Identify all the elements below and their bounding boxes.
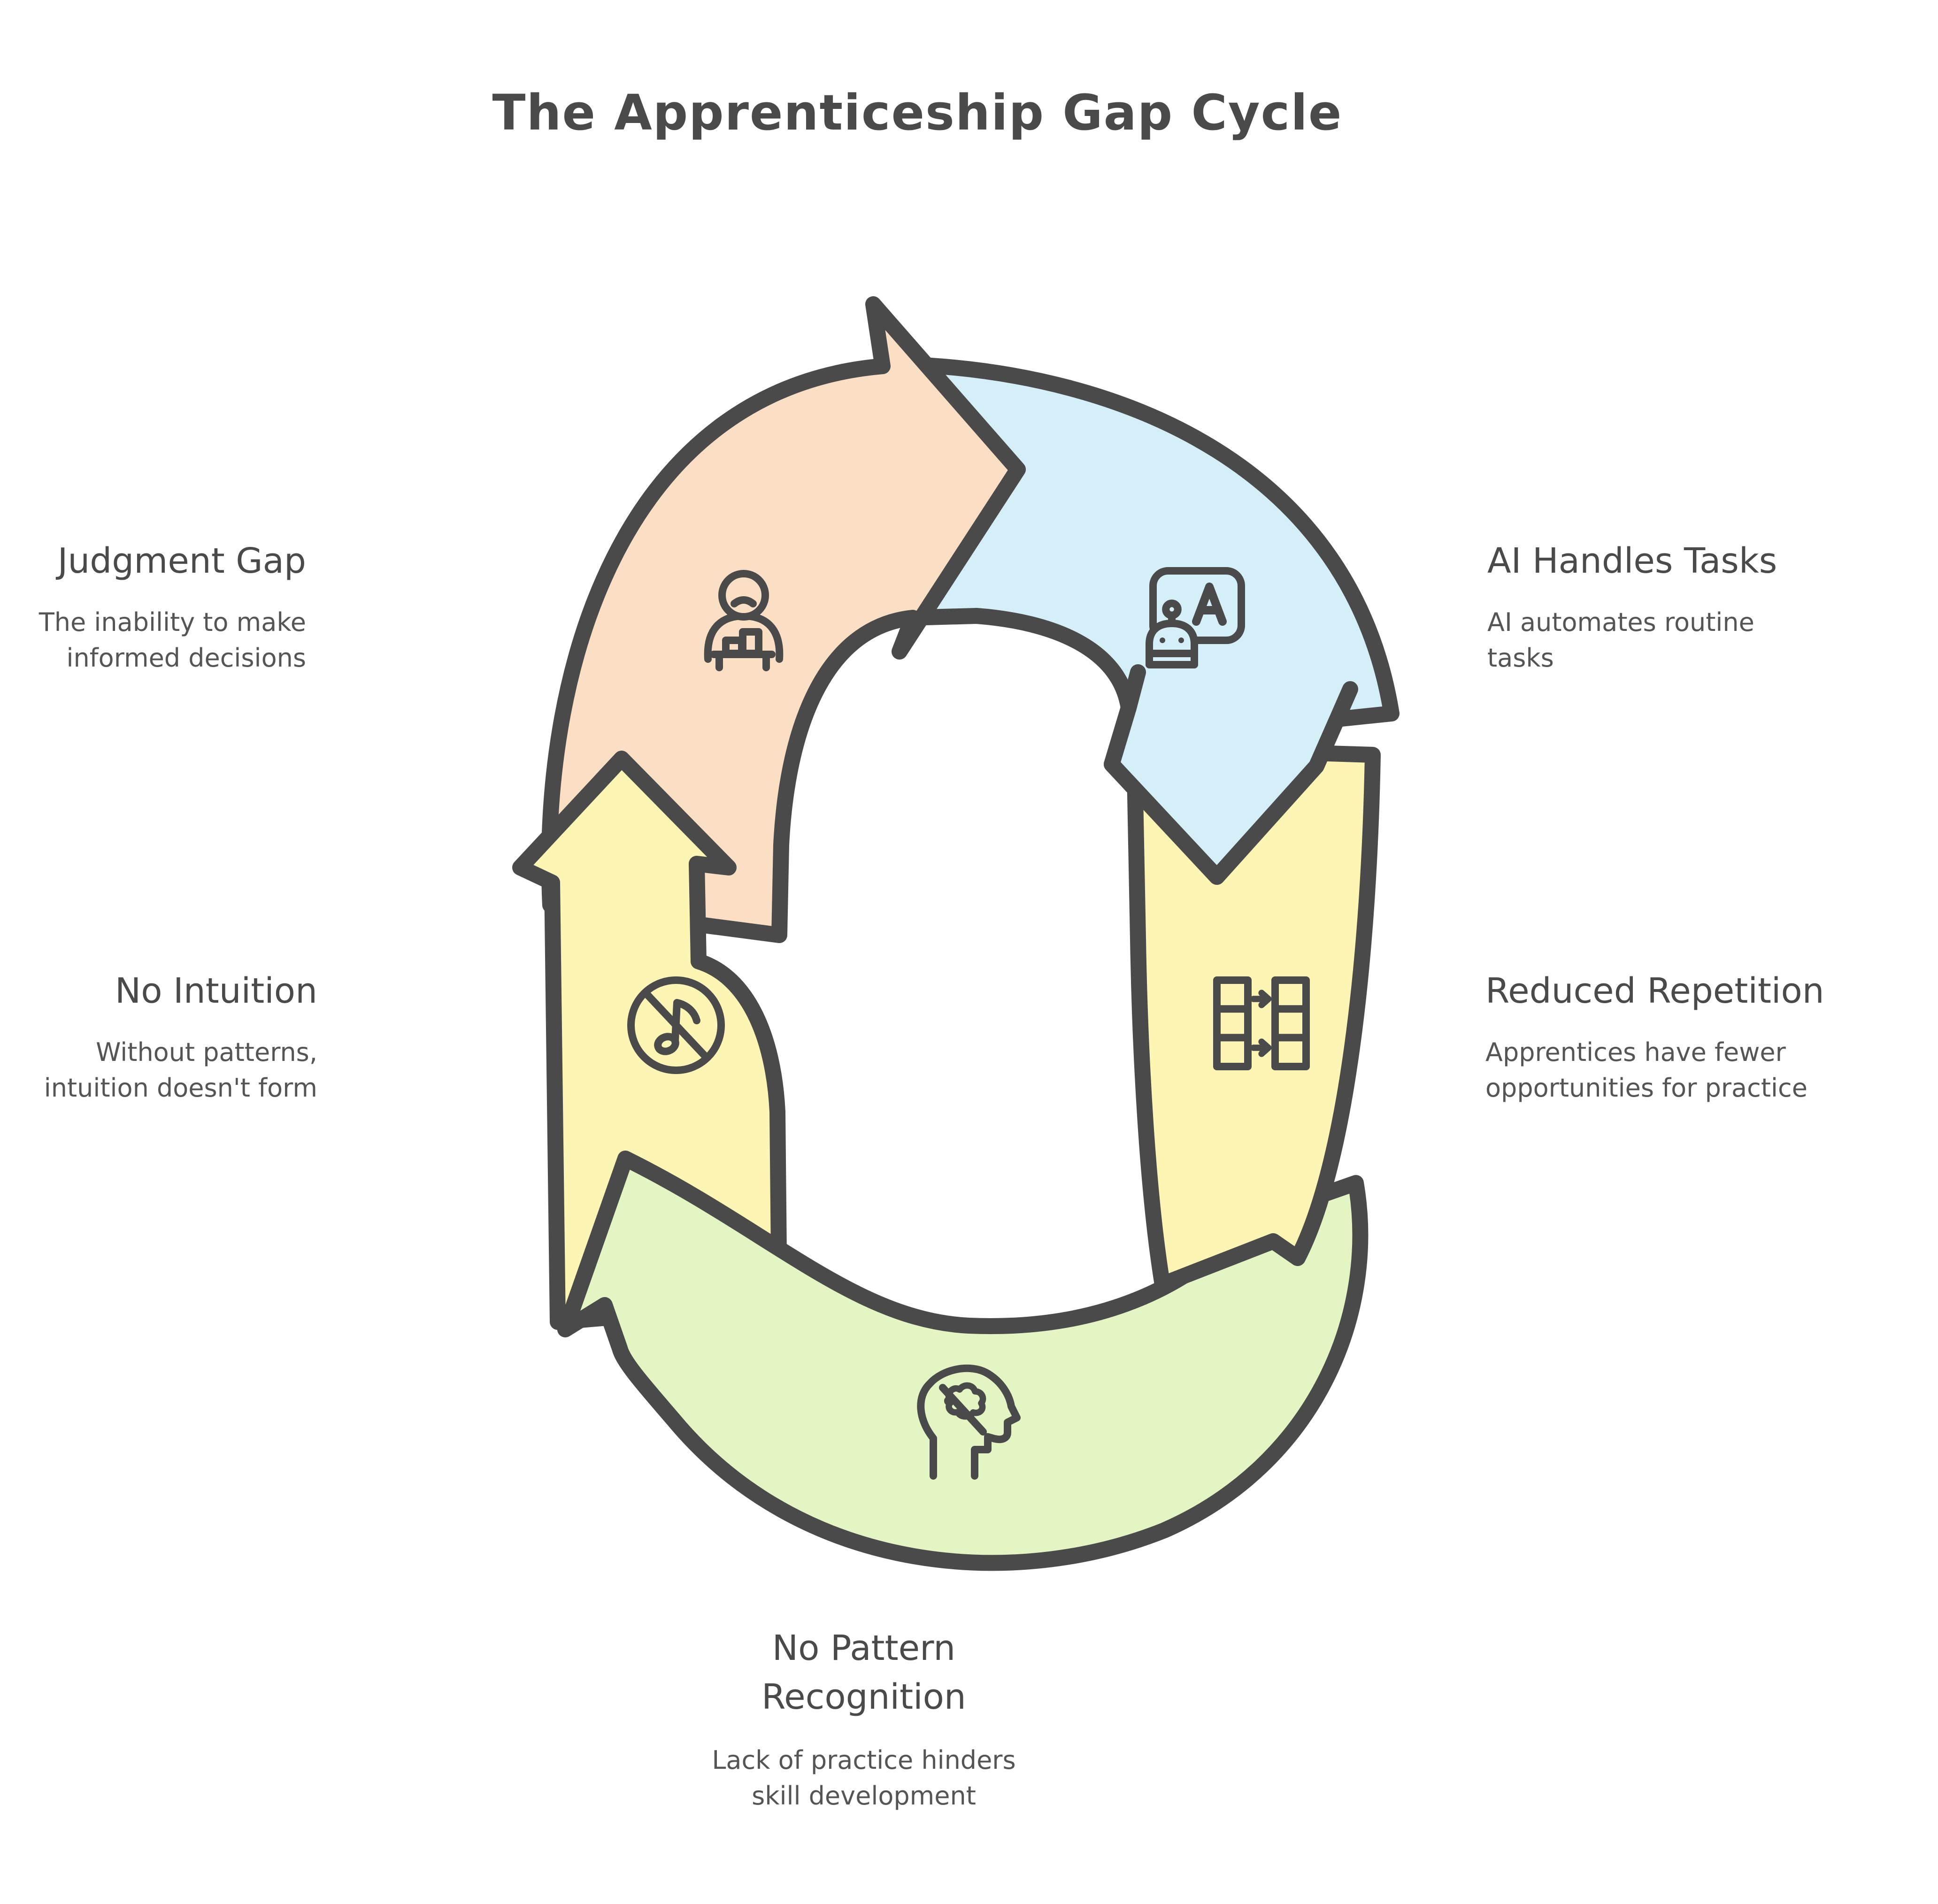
step-description: AI automates routine tasks (1487, 608, 1754, 673)
no-brain-icon (917, 1364, 1021, 1480)
step-description: Without patterns, intuition doesn't form (44, 1038, 317, 1103)
step-label-ai-handles-tasks: AI Handles Tasks AI automates routine ta… (1487, 541, 1816, 676)
worker-at-desk-icon (704, 570, 784, 671)
step-label-judgment-gap: Judgment Gap The inability to make infor… (0, 541, 306, 676)
step-description: Apprentices have fewer opportunities for… (1485, 1038, 1807, 1103)
robot-chat-icon (1146, 567, 1245, 668)
diagram-title: The Apprenticeship Gap Cycle (492, 86, 1343, 143)
step-title: Reduced Repetition (1485, 973, 1824, 1012)
step-label-no-intuition: No Intuition Without patterns, intuition… (0, 971, 317, 1106)
arrow-no-pattern-recognition (557, 1151, 1369, 1571)
step-description: The inability to make informed decisions (38, 608, 306, 673)
step-title: AI Handles Tasks (1487, 543, 1777, 582)
no-music-icon (627, 976, 725, 1074)
arrow-ai-head-outline (1104, 664, 1358, 885)
step-label-reduced-repetition: Reduced Repetition Apprentices have fewe… (1485, 971, 1861, 1106)
arrow-no-intuition (512, 751, 787, 1330)
arrow-reduced-repetition (1126, 739, 1381, 1292)
step-title: No Intuition (115, 973, 317, 1012)
arrow-judgment-gap (541, 296, 1026, 943)
step-description: Lack of practice hinders skill developme… (712, 1746, 1016, 1811)
step-title: No Pattern Recognition (761, 1630, 966, 1718)
step-title: Judgment Gap (57, 543, 306, 582)
table-transfer-icon (1213, 976, 1310, 1070)
step-label-no-pattern-recognition: No Pattern Recognition Lack of practice … (661, 1626, 1067, 1814)
